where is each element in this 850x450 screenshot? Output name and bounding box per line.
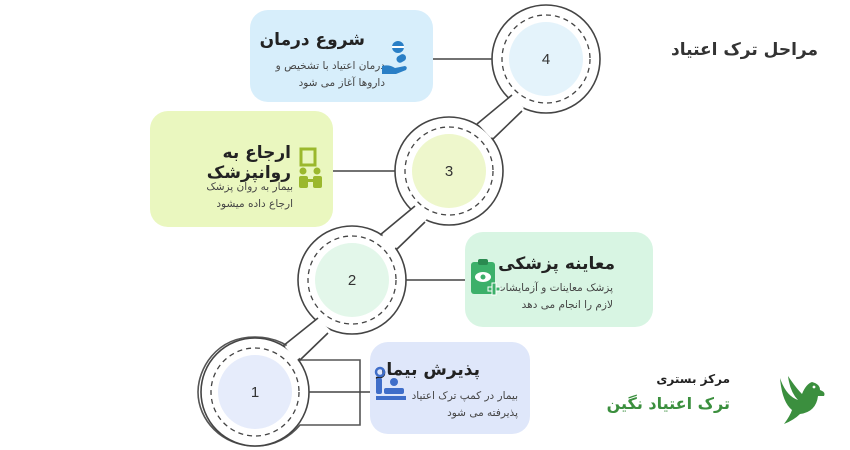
bird-logo — [780, 376, 825, 424]
step-2-card: معاینه پزشکی پزشک معاینات و آزمایشات لاز… — [465, 232, 653, 327]
step-3-card: ارجاع به روانپزشک بیمار به روان پزشک ارج… — [150, 111, 333, 227]
step-1-number: 1 — [218, 355, 292, 429]
step-3-desc: بیمار به روان پزشک ارجاع داده میشود — [206, 181, 293, 210]
brand-line1: مرکز بستری — [656, 372, 730, 386]
brand-line2: ترک اعتیاد نگین — [606, 394, 730, 413]
step-2-desc: پزشک معاینات و آزمایشات لازم را انجام می… — [495, 282, 613, 311]
step-4-card: شروع درمان درمان اعتیاد با تشخیص و داروه… — [250, 10, 433, 102]
medical-clipboard-icon — [471, 259, 501, 296]
step-1-title: پذیرش بیمار — [376, 360, 480, 380]
page-title: مراحل ترک اعتیاد — [671, 40, 818, 60]
medicine-hand-icon — [382, 41, 407, 74]
step-4-title: شروع درمان — [259, 30, 365, 50]
step-2-title: معاینه پزشکی — [498, 254, 615, 274]
step-4-desc: درمان اعتیاد با تشخیص و داروها آغاز می ش… — [275, 60, 385, 89]
step-2-number: 2 — [315, 243, 389, 317]
patient-admission-icon — [374, 366, 406, 400]
step-1-desc: بیمار در کمپ ترک اعتیاد پذیرفته می شود — [411, 390, 518, 419]
step-1-card: پذیرش بیمار بیمار در کمپ ترک اعتیاد پذیر… — [370, 342, 530, 434]
psychiatrist-referral-icon — [299, 147, 322, 188]
step-4-number: 4 — [509, 22, 583, 96]
step-3-number: 3 — [412, 134, 486, 208]
step-3-title: ارجاع به روانپزشک — [206, 143, 291, 183]
brand-block: مرکز بستری ترک اعتیاد نگین — [607, 370, 830, 440]
